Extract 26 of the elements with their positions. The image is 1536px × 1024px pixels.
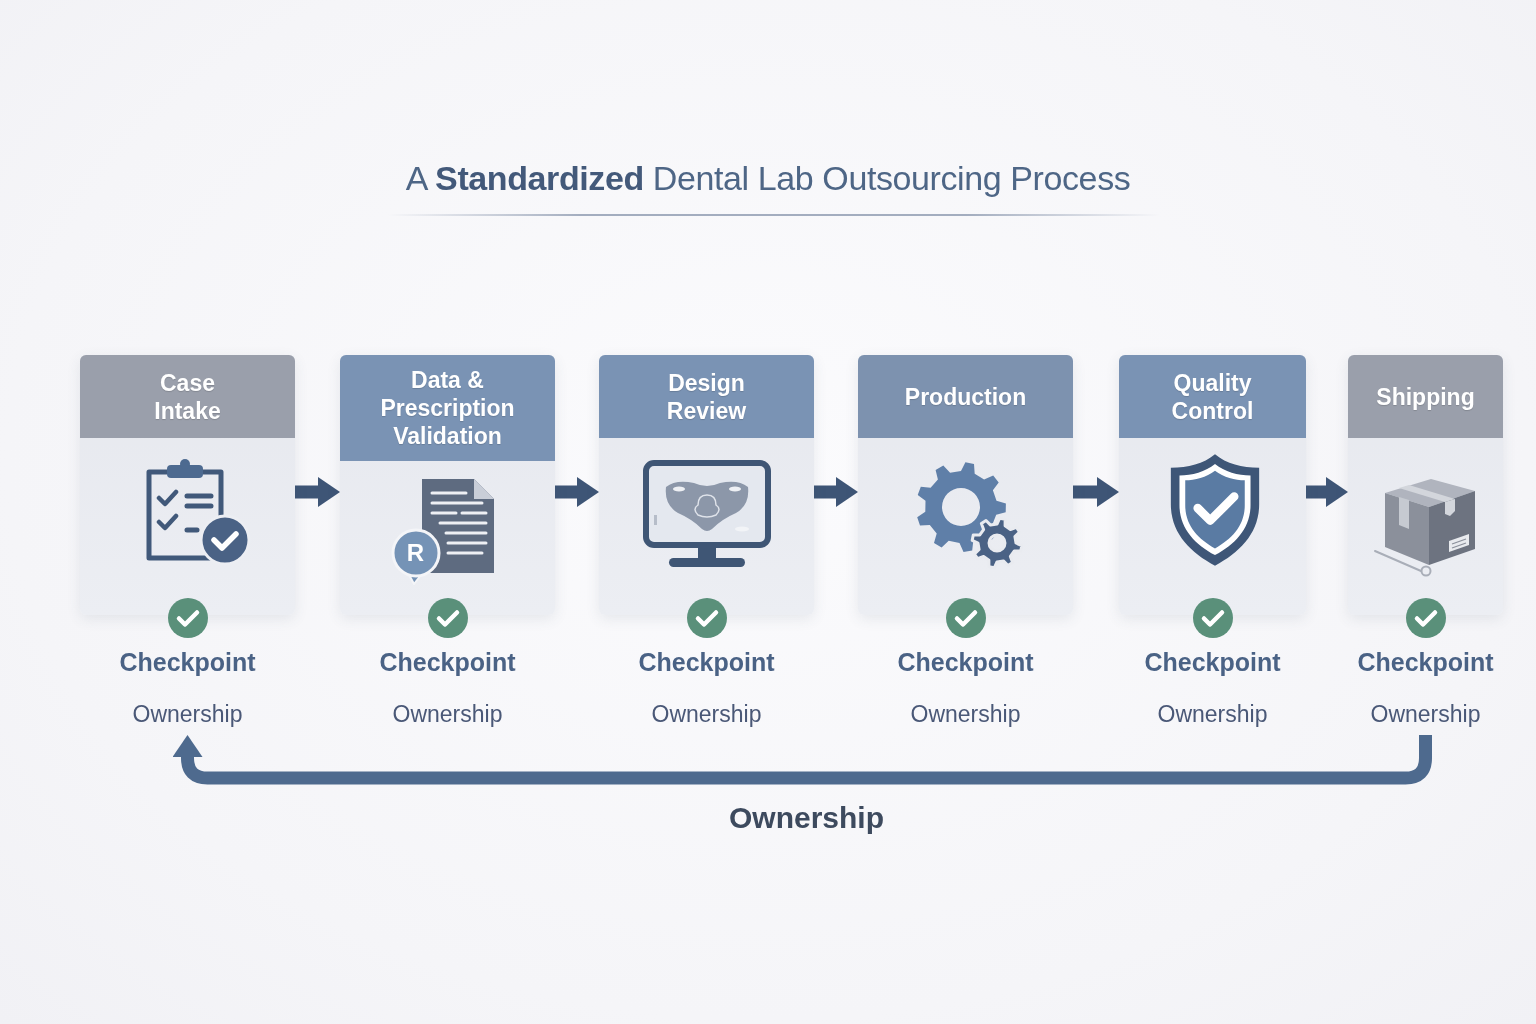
owner-label: Ownership (1157, 700, 1268, 729)
owner-label: Ownership (651, 700, 762, 729)
checkpoint-label: Checkpoint (1357, 647, 1494, 677)
flow-arrow (1073, 477, 1119, 507)
flow-arrow (1306, 477, 1348, 507)
owner-label: Ownership (392, 700, 503, 729)
step-title: Shipping (1376, 382, 1475, 411)
owner-label: Ownership (132, 700, 243, 729)
checkpoint-label: Checkpoint (897, 647, 1034, 677)
flow-arrow (555, 477, 599, 507)
edge-label: Ownership (729, 800, 884, 836)
checkpoint-label: Checkpoint (379, 647, 516, 677)
checkpoint-label: Checkpoint (119, 647, 256, 677)
diagram-title: A Standardized Dental Lab Outsourcing Process (405, 158, 1131, 199)
checkpoint-label: Checkpoint (1144, 647, 1281, 677)
owner-label: Ownership (1370, 700, 1481, 729)
step-title: Case Intake (153, 368, 222, 425)
step-title: Data & Prescription Validation (379, 366, 516, 450)
checkpoint-label: Checkpoint (638, 647, 775, 677)
owner-label: Ownership (910, 700, 1021, 729)
step-title: Design Review (665, 368, 748, 425)
bubble-letter: R (406, 540, 425, 566)
flow-arrow (814, 477, 858, 507)
step-title: Production (904, 382, 1027, 411)
step-title: Quality Control (1170, 368, 1255, 425)
flow-arrow (295, 477, 340, 507)
